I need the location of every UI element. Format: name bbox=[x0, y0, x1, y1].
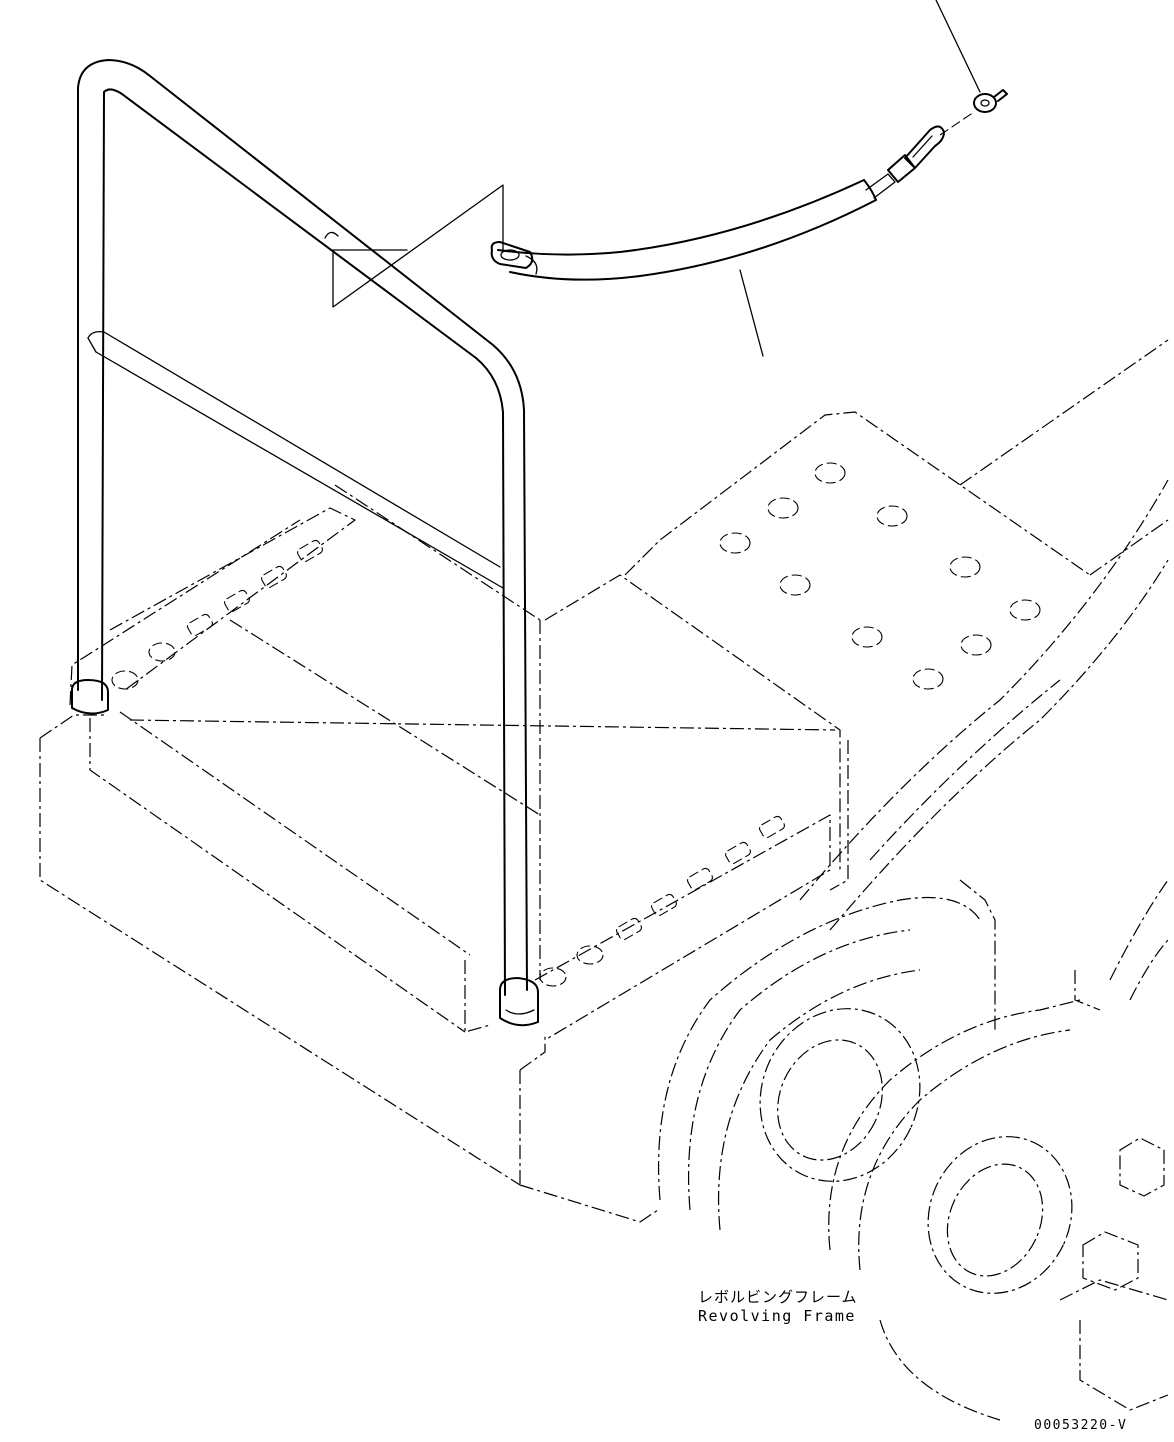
eye-bolt bbox=[973, 89, 1008, 113]
frame-plate bbox=[624, 339, 1169, 690]
handrail bbox=[71, 59, 539, 1027]
step-box bbox=[39, 484, 849, 1223]
part-label-jp: レボルビングフレーム bbox=[698, 1288, 858, 1306]
grounding-strap bbox=[490, 111, 975, 281]
part-label-en: Revolving Frame bbox=[698, 1307, 856, 1325]
drawing-number: 00053220-V bbox=[1034, 1418, 1128, 1433]
mounting-bracket bbox=[324, 184, 504, 308]
boom-foot bbox=[657, 479, 1169, 1421]
leader-lines bbox=[739, 0, 981, 357]
